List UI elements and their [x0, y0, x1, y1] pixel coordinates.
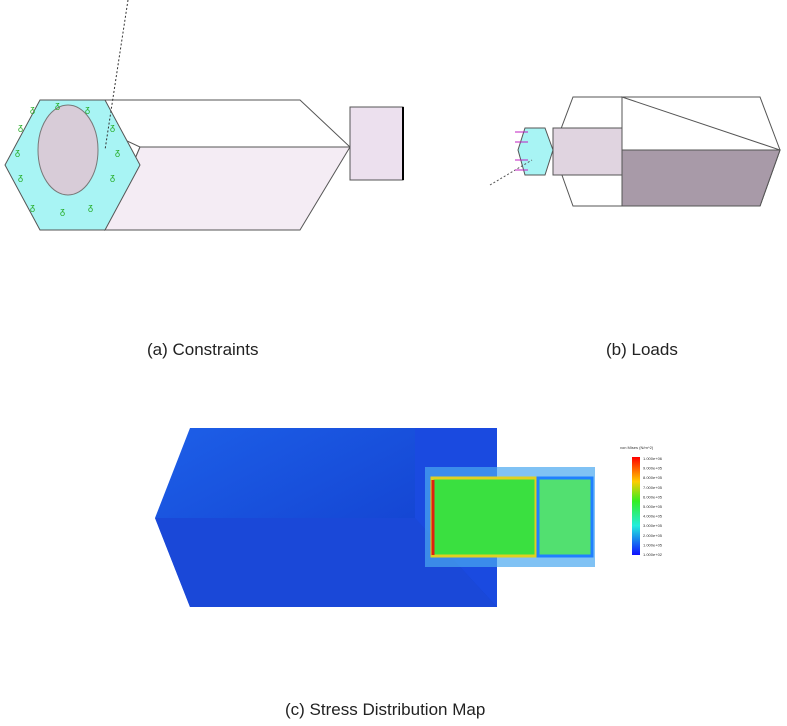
- legend-colorbar: [632, 457, 640, 555]
- legend-tick-label: 5.000e+05: [643, 504, 663, 509]
- svg-text:ᵹ: ᵹ: [60, 206, 65, 216]
- legend-tick-label: 8.000e+05: [643, 475, 663, 480]
- legend-tick-label: 1.000e+05: [643, 542, 663, 547]
- caption-b: (b) Loads: [606, 340, 678, 359]
- svg-text:ᵹ: ᵹ: [30, 104, 35, 114]
- legend-tick-label: 6.000e+05: [643, 494, 663, 499]
- legend-tick-label: 4.000e+05: [643, 514, 663, 519]
- legend-tick-label: 1.000e+06: [643, 456, 663, 461]
- svg-text:ᵹ: ᵹ: [110, 122, 115, 132]
- svg-text:ᵹ: ᵹ: [18, 122, 23, 132]
- svg-text:ᵹ: ᵹ: [18, 172, 23, 182]
- legend-tick-label: 3.000e+05: [643, 523, 663, 528]
- caption-a: (a) Constraints: [147, 340, 259, 359]
- svg-text:ᵹ: ᵹ: [15, 147, 20, 157]
- svg-text:ᵹ: ᵹ: [55, 100, 60, 110]
- svg-text:ᵹ: ᵹ: [88, 202, 93, 212]
- svg-text:ᵹ: ᵹ: [110, 172, 115, 182]
- box-front-face: [104, 146, 351, 231]
- caption-c: (c) Stress Distribution Map: [285, 700, 486, 719]
- legend-title: von Mises (N/m^2): [620, 445, 654, 450]
- legend-tick-label: 7.000e+05: [643, 485, 663, 490]
- panel-c-stress-map: von Mises (N/m^2) 1.000e+06 9.000e+05 8.00…: [155, 428, 663, 607]
- svg-text:ᵹ: ᵹ: [115, 147, 120, 157]
- panel-b-loads: [489, 96, 781, 207]
- svg-text:ᵹ: ᵹ: [85, 104, 90, 114]
- bore-hole: [37, 104, 99, 196]
- shaft: [552, 127, 623, 176]
- svg-text:ᵹ: ᵹ: [30, 202, 35, 212]
- loaded-face: [517, 127, 554, 176]
- legend-tick-label: 1.000e+02: [643, 552, 663, 557]
- legend-tick-label: 9.000e+05: [643, 466, 663, 471]
- legend-tick-label: 2.000e+05: [643, 533, 663, 538]
- shaft: [349, 106, 404, 181]
- high-stress-region: [430, 476, 538, 558]
